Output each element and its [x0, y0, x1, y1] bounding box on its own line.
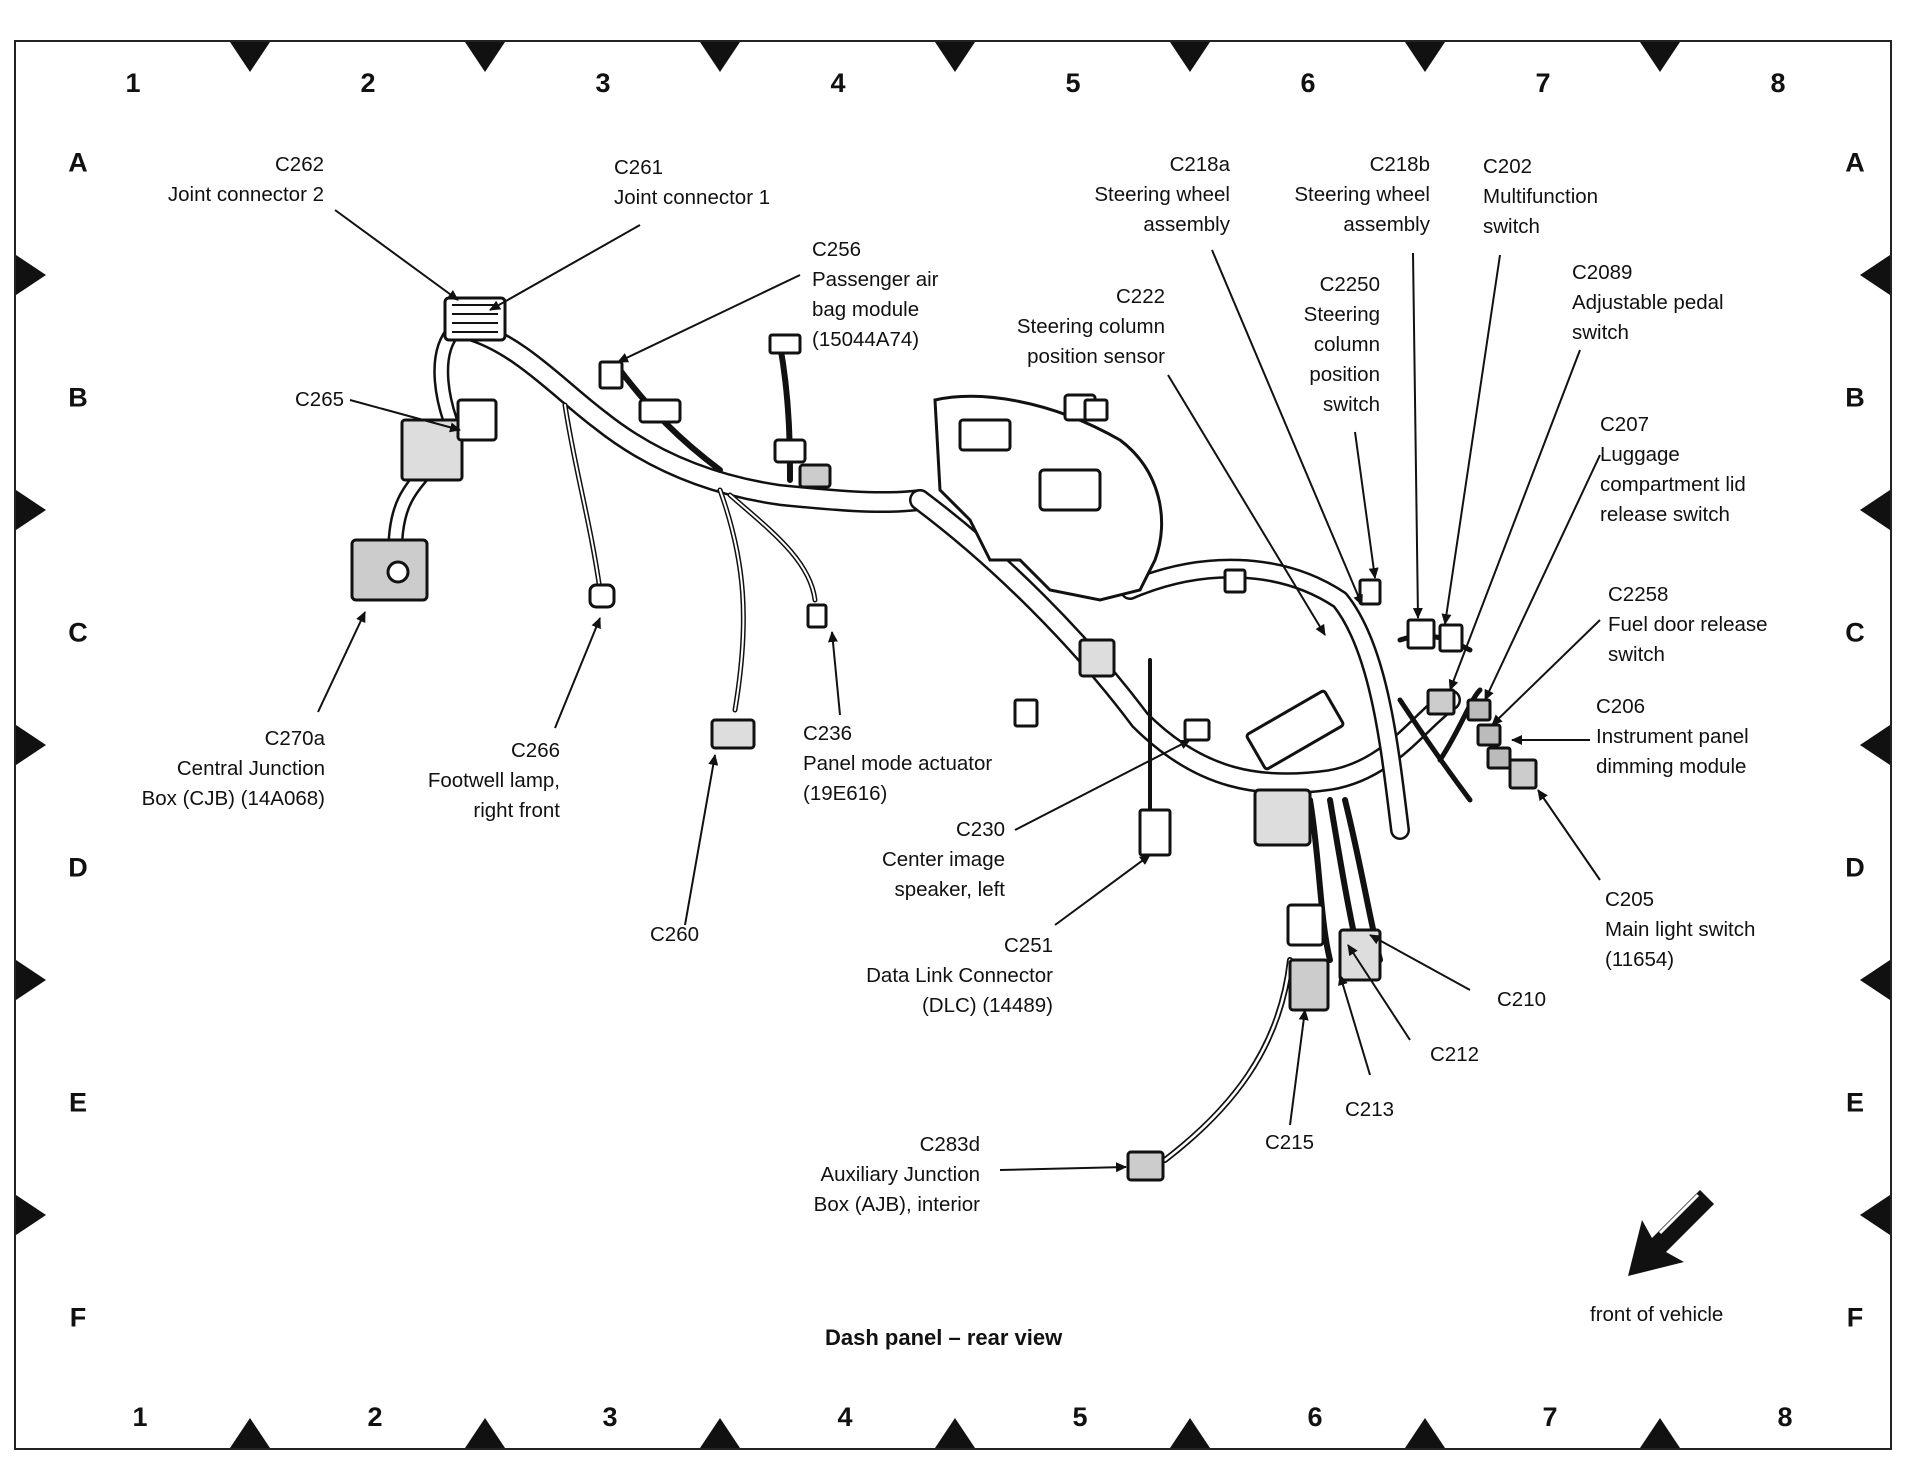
callout-c213: C213 — [1345, 1098, 1395, 1121]
front-of-vehicle-arrow-icon — [1628, 1190, 1714, 1276]
grid-col-bottom-4: 4 — [837, 1402, 853, 1432]
connectors — [350, 296, 1538, 1182]
grid-col-bottom-8: 8 — [1777, 1402, 1793, 1432]
grid-col-top-8: 8 — [1770, 68, 1786, 98]
grid-row-right-b: B — [1845, 382, 1865, 413]
grid-row-right-d: D — [1845, 852, 1865, 883]
front-of-vehicle-note: front of vehicle — [1590, 1303, 1724, 1326]
grid-row-left-d: D — [68, 852, 88, 883]
grid-col-bottom-6: 6 — [1307, 1402, 1323, 1432]
grid-col-top-3: 3 — [595, 68, 611, 98]
callout-c265: C265 — [295, 388, 345, 411]
callout-c210: C210 — [1497, 988, 1547, 1011]
grid-row-right-f: F — [1846, 1302, 1864, 1333]
grid-col-top-6: 6 — [1300, 68, 1316, 98]
border-markers — [16, 42, 1890, 1448]
grid-row-left-e: E — [68, 1087, 87, 1118]
grid-row-left-a: A — [68, 147, 88, 178]
grid-col-bottom-1: 1 — [132, 1402, 148, 1432]
callout-c212: C212 — [1430, 1043, 1480, 1066]
grid-col-bottom-5: 5 — [1072, 1402, 1088, 1432]
callout-c215: C215 — [1265, 1131, 1315, 1154]
diagram-title: Dash panel – rear view — [825, 1325, 1063, 1350]
grid-row-left-b: B — [68, 382, 88, 413]
grid-row-left-c: C — [68, 617, 88, 648]
grid-col-top-1: 1 — [125, 68, 141, 98]
grid-col-top-5: 5 — [1065, 68, 1081, 98]
diagram-frame — [14, 40, 1892, 1450]
leader-arrows — [317, 209, 1601, 1173]
grid-row-left-f: F — [69, 1302, 87, 1333]
grid-row-right-e: E — [1845, 1087, 1864, 1118]
grid-col-bottom-3: 3 — [602, 1402, 618, 1432]
grid-col-bottom-7: 7 — [1542, 1402, 1558, 1432]
callout-c260: C260 — [650, 923, 700, 946]
grid-row-right-a: A — [1845, 147, 1865, 178]
grid-row-right-c: C — [1845, 617, 1865, 648]
grid-col-bottom-2: 2 — [367, 1402, 383, 1432]
grid-col-top-2: 2 — [360, 68, 376, 98]
grid-col-top-4: 4 — [830, 68, 846, 98]
grid-col-top-7: 7 — [1535, 68, 1551, 98]
